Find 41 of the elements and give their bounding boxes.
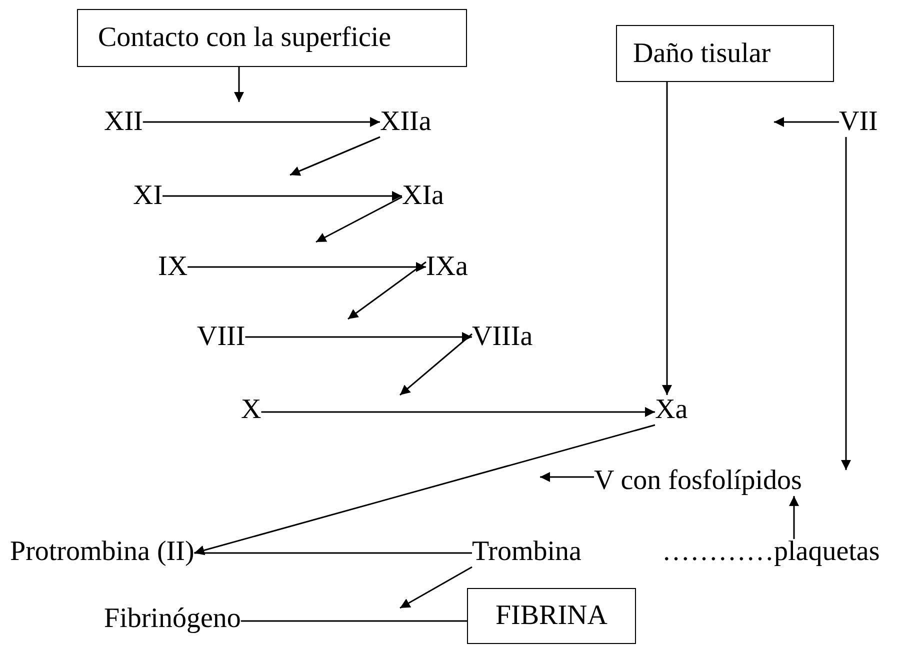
factor-label: …………plaquetas [662,537,880,567]
arrow [245,332,472,342]
arrow [316,196,402,243]
arrow [162,191,402,201]
factor-label: Trombina [472,537,582,567]
arrow [290,136,380,176]
factor-label: Fibrinógeno [104,604,241,634]
process-box [77,9,467,67]
factor-label: V con fosfolípidos [594,466,802,496]
box-label: Contacto con la superficie [98,22,392,54]
arrow [789,496,799,539]
box-label: Daño tisular [633,38,771,70]
process-box [616,25,834,82]
factor-label: Xa [655,395,688,425]
arrow [841,137,851,470]
arrow [348,261,426,320]
factor-label: IXa [426,252,468,282]
arrow [774,117,839,127]
factor-label: VIIIa [472,322,533,352]
factor-label: VIII [197,322,246,352]
factor-label: X [241,395,262,425]
arrow [142,117,380,127]
connector-line [240,620,467,622]
factor-label: XII [104,107,143,137]
connector-line [194,552,472,554]
arrow [400,333,472,396]
box-label: FIBRINA [495,600,608,632]
arrow [234,67,244,102]
arrow [261,407,655,417]
factor-label: XIa [402,181,444,211]
factor-label: XI [133,181,163,211]
factor-label: Protrombina (II) [10,537,194,567]
factor-label: VII [839,107,878,137]
factor-label: IX [158,252,188,282]
arrow [188,262,426,272]
arrow [540,472,594,482]
process-box [467,588,636,644]
arrow [194,424,656,556]
arrow [400,566,472,609]
factor-label: XIIa [380,107,432,137]
arrow [662,82,672,395]
